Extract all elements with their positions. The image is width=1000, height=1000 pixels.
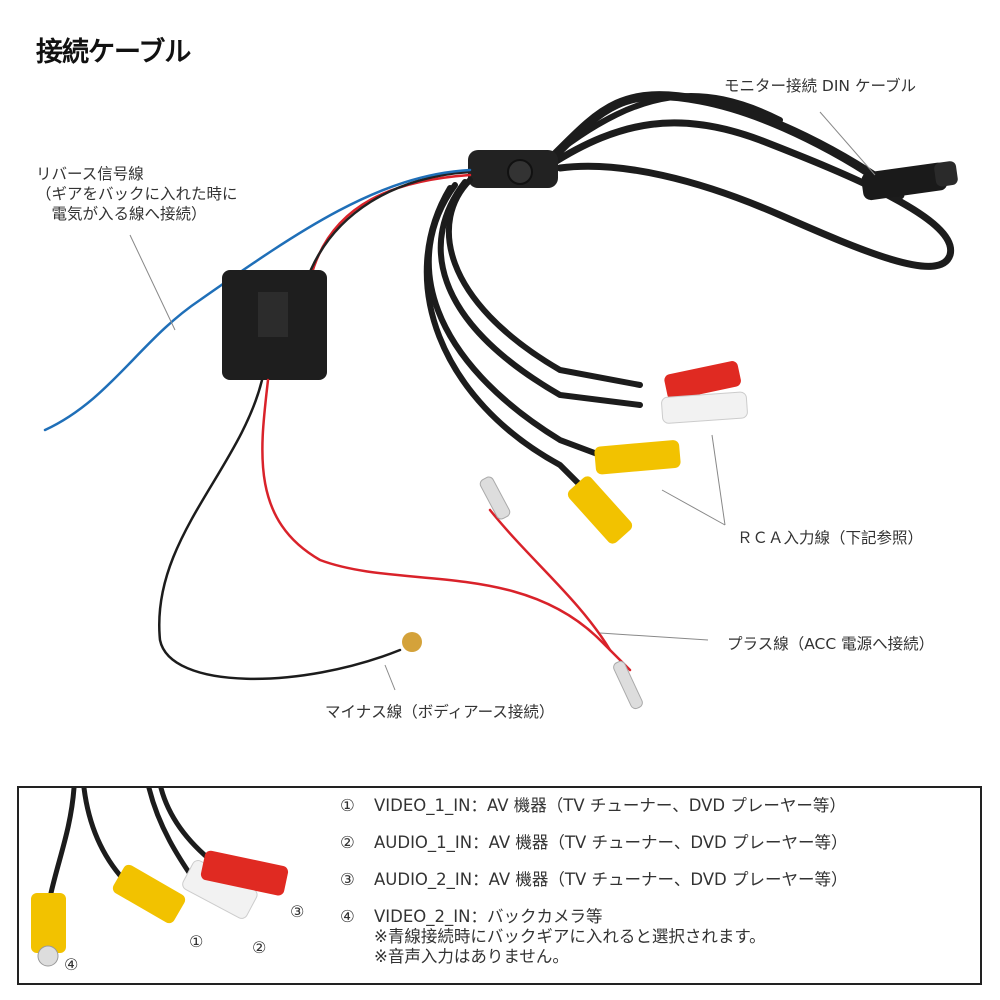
monitor-din-label: モニター接続 DIN ケーブル <box>724 77 917 95</box>
legend-item-video1: ① VIDEO_1_IN：AV 機器（TV チューナー、DVD プレーヤー等） <box>340 796 846 815</box>
marker-3: ③ <box>290 902 305 921</box>
plus-line-label: プラス線（ACC 電源へ接続） <box>727 635 935 653</box>
minus-line-label: マイナス線（ボディアース接続） <box>325 703 555 721</box>
rca-input-label: ＲＣＡ入力線（下記参照） <box>737 529 924 547</box>
rca-detail-photo <box>31 785 289 967</box>
marker-4: ④ <box>64 955 79 974</box>
din-connector-icon <box>861 161 958 201</box>
legend-item-video2: ④ VIDEO_2_IN：バックカメラ等 ※青線接続時にバックギアに入れると選択… <box>340 907 766 966</box>
rca-connectors-icon <box>567 361 748 544</box>
filter-box-icon <box>222 270 327 380</box>
rca-legend-box <box>17 785 982 985</box>
marker-1: ① <box>189 932 204 951</box>
reverse-signal-label: リバース信号線 （ギアをバックに入れた時に 電気が入る線へ接続） <box>36 165 238 223</box>
legend-list: ① VIDEO_1_IN：AV 機器（TV チューナー、DVD プレーヤー等） … <box>340 796 848 984</box>
page-title: 接続ケーブル <box>36 37 191 68</box>
junction-molding-icon <box>468 150 558 188</box>
cable-product-photo <box>43 91 958 710</box>
marker-2: ② <box>252 938 267 957</box>
legend-item-audio1: ② AUDIO_1_IN：AV 機器（TV チューナー、DVD プレーヤー等） <box>340 833 848 852</box>
legend-item-audio2: ③ AUDIO_2_IN：AV 機器（TV チューナー、DVD プレーヤー等） <box>340 870 848 889</box>
